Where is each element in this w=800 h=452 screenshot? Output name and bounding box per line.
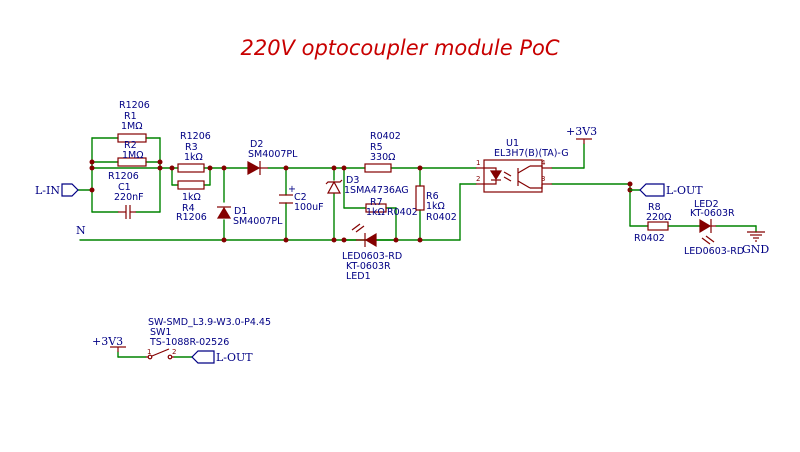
sw1-part: TS-1088R-02526 — [149, 337, 229, 348]
led2-reference: LED2 — [694, 199, 719, 210]
r8-value: 220Ω — [646, 212, 671, 223]
led2-package: LED0603-RD — [684, 246, 744, 257]
led2-part: KT-0603R — [690, 208, 735, 219]
r3-value: 1kΩ — [184, 152, 203, 163]
optocoupler-u1: 1 2 3 4 U1 EL3H7(B)(TA)-G — [476, 138, 569, 193]
sw1-pin-2: 2 — [172, 348, 176, 356]
r7-reference: R7 — [370, 197, 383, 208]
power-3v3: +3V3 — [566, 125, 597, 144]
sw1-reference: SW1 — [150, 327, 171, 338]
r7-package: R0402 — [387, 207, 418, 218]
port-l-in: L-IN — [35, 183, 79, 197]
ground-symbol: GND — [742, 231, 769, 256]
r4-value: 1kΩ — [182, 192, 201, 203]
sw1-package: SW-SMD_L3.9-W3.0-P4.45 — [148, 317, 271, 328]
c2-reference: C2 — [294, 192, 307, 203]
r8-package: R0402 — [634, 233, 665, 244]
port-l-in-label: L-IN — [35, 184, 60, 197]
u1-part: EL3H7(B)(TA)-G — [494, 148, 569, 159]
d1-reference: D1 — [234, 206, 247, 217]
u1-pin-3: 3 — [541, 175, 545, 183]
r2-reference: R2 — [124, 140, 137, 151]
c1-value: 220nF — [114, 192, 144, 203]
r3-package: R1206 — [180, 131, 211, 142]
r6-package: R0402 — [426, 212, 457, 223]
diode-d2: D2 SM4007PL — [247, 139, 298, 176]
d2-reference: D2 — [250, 139, 263, 150]
c1-reference: C1 — [118, 182, 131, 193]
zener-d3: D3 1SMA4736AG — [325, 175, 409, 196]
r6-value: 1kΩ — [426, 201, 445, 212]
resistor-r8: R8 220Ω R0402 — [634, 202, 671, 244]
r5-value: 330Ω — [370, 152, 395, 163]
r4-reference: R4 — [182, 203, 195, 214]
u1-reference: U1 — [506, 138, 519, 149]
r1-package: R1206 — [119, 100, 150, 111]
sw1-power-label: +3V3 — [92, 335, 123, 348]
d1-value: SM4007PL — [233, 216, 283, 227]
switch-sw1: +3V3 1 2 SW-SMD_L3.9-W3.0-P4.45 SW1 TS-1… — [92, 317, 271, 364]
u1-pin-4: 4 — [541, 159, 546, 167]
net-n: N — [76, 224, 86, 237]
led-led1: LED0603-RD KT-0603R LED1 — [342, 223, 402, 282]
r3-reference: R3 — [185, 142, 198, 153]
c2-value: 100uF — [294, 202, 324, 213]
port-l-out-label: L-OUT — [666, 184, 703, 197]
u1-pin-2: 2 — [476, 175, 480, 183]
c2-plus-sign: + — [288, 184, 296, 195]
resistor-r3: R1206 R3 1kΩ — [177, 131, 211, 173]
resistor-r7: R7 1kΩ R0402 — [365, 197, 418, 218]
sheet-title: 220V optocoupler module PoC — [240, 36, 559, 60]
d2-value: SM4007PL — [248, 149, 298, 160]
led-led2: LED2 KT-0603R LED0603-RD — [684, 199, 744, 257]
r1-value: 1MΩ — [121, 121, 143, 132]
r5-reference: R5 — [370, 142, 383, 153]
capacitor-c1: C1 220nF — [114, 182, 144, 219]
r2-value: 1MΩ — [122, 150, 144, 161]
capacitor-c2: + C2 100uF — [279, 184, 324, 213]
d3-value: 1SMA4736AG — [344, 185, 409, 196]
r7-value: 1kΩ — [366, 207, 385, 218]
r5-package: R0402 — [370, 131, 401, 142]
led1-package: LED0603-RD — [342, 251, 402, 262]
resistor-r4: 1kΩ R4 R1206 — [176, 180, 207, 223]
resistor-r5: R0402 R5 330Ω — [364, 131, 401, 173]
junction-dots — [89, 159, 633, 243]
d3-reference: D3 — [346, 175, 359, 186]
resistor-r1: R1206 R1 1MΩ — [117, 100, 150, 143]
net-n-label: N — [76, 224, 86, 237]
port-l-out: L-OUT — [629, 183, 703, 197]
u1-pin-1: 1 — [476, 159, 480, 167]
sw1-pin-1: 1 — [147, 348, 151, 356]
r4-package: R1206 — [176, 212, 207, 223]
resistor-r6: R6 1kΩ R0402 — [415, 185, 457, 223]
diode-d1: D1 SM4007PL — [216, 206, 283, 227]
ground-label: GND — [742, 243, 769, 256]
r6-reference: R6 — [426, 191, 439, 202]
led1-part: KT-0603R — [346, 261, 391, 272]
power-3v3-label: +3V3 — [566, 125, 597, 138]
r2-package: R1206 — [108, 171, 139, 182]
sw1-l-out-label: L-OUT — [216, 351, 253, 364]
led1-reference: LED1 — [346, 271, 371, 282]
r1-reference: R1 — [124, 111, 137, 122]
wire-net — [77, 137, 757, 358]
r8-reference: R8 — [648, 202, 661, 213]
resistor-r2: R2 1MΩ R1206 — [108, 140, 147, 182]
